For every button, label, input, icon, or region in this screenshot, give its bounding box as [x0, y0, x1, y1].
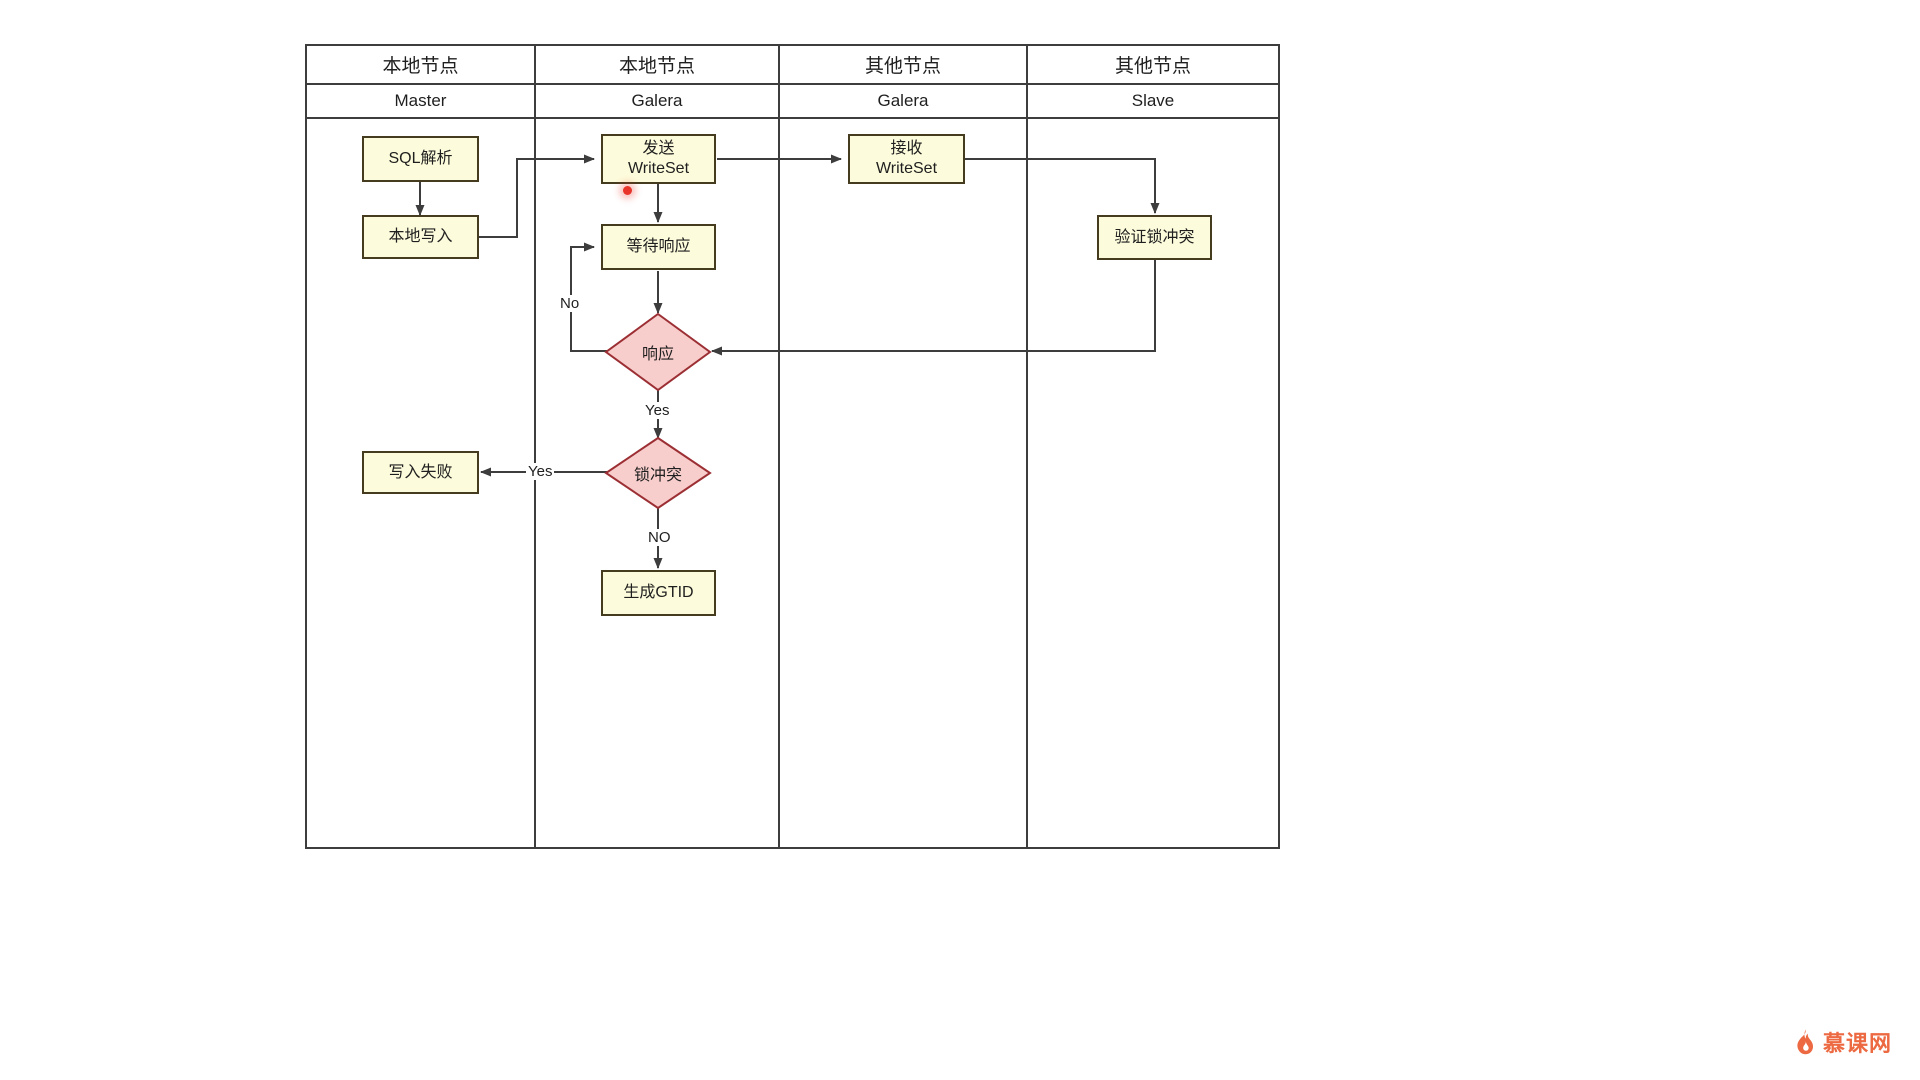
- node-lock-conflict[interactable]: 锁冲突: [604, 436, 712, 510]
- lane-galera-other: 其他节点 Galera: [780, 46, 1028, 847]
- lane-master: 本地节点 Master: [307, 46, 536, 847]
- lane-master-role-label: Master: [307, 85, 534, 119]
- edge-label-response-no: No: [558, 295, 582, 312]
- edge-verifylock-to-response: [711, 260, 1156, 356]
- flame-icon: [1793, 1029, 1817, 1055]
- watermark-text: 慕课网: [1822, 1031, 1892, 1056]
- node-wait-response[interactable]: 等待响应: [601, 224, 716, 270]
- lane-galera-other-role-label: Galera: [780, 85, 1026, 119]
- node-sql-parse[interactable]: SQL解析: [362, 136, 479, 182]
- lane-galera-other-group-label: 其他节点: [780, 46, 1026, 85]
- edge-label-response-yes: Yes: [643, 402, 672, 419]
- node-local-write[interactable]: 本地写入: [362, 215, 479, 259]
- node-verify-lock-conflict[interactable]: 验证锁冲突: [1097, 215, 1212, 260]
- cursor-pointer: [623, 186, 632, 195]
- lane-slave-group-label: 其他节点: [1028, 46, 1278, 85]
- node-response[interactable]: 响应: [604, 312, 712, 392]
- lane-slave: 其他节点 Slave: [1028, 46, 1278, 847]
- edge-recvwriteset-to-verifylock: [965, 158, 1160, 214]
- node-receive-writeset[interactable]: 接收 WriteSet: [848, 134, 965, 184]
- lane-slave-role-label: Slave: [1028, 85, 1278, 119]
- watermark: 慕课网: [1793, 1026, 1892, 1058]
- node-send-writeset[interactable]: 发送 WriteSet: [601, 134, 716, 184]
- node-write-fail[interactable]: 写入失败: [362, 451, 479, 494]
- node-generate-gtid[interactable]: 生成GTID: [601, 570, 716, 616]
- lane-galera-local-group-label: 本地节点: [536, 46, 778, 85]
- lane-galera-local-role-label: Galera: [536, 85, 778, 119]
- edge-label-lockconflict-no: NO: [646, 529, 673, 546]
- edge-label-lockconflict-yes: Yes: [526, 463, 555, 480]
- lane-galera-local: 本地节点 Galera: [536, 46, 780, 847]
- lane-master-group-label: 本地节点: [307, 46, 534, 85]
- swimlane-table: 本地节点 Master 本地节点 Galera 其他节点 Galera 其他节点…: [305, 44, 1280, 849]
- edge-localwrite-to-sendwriteset: [479, 154, 595, 238]
